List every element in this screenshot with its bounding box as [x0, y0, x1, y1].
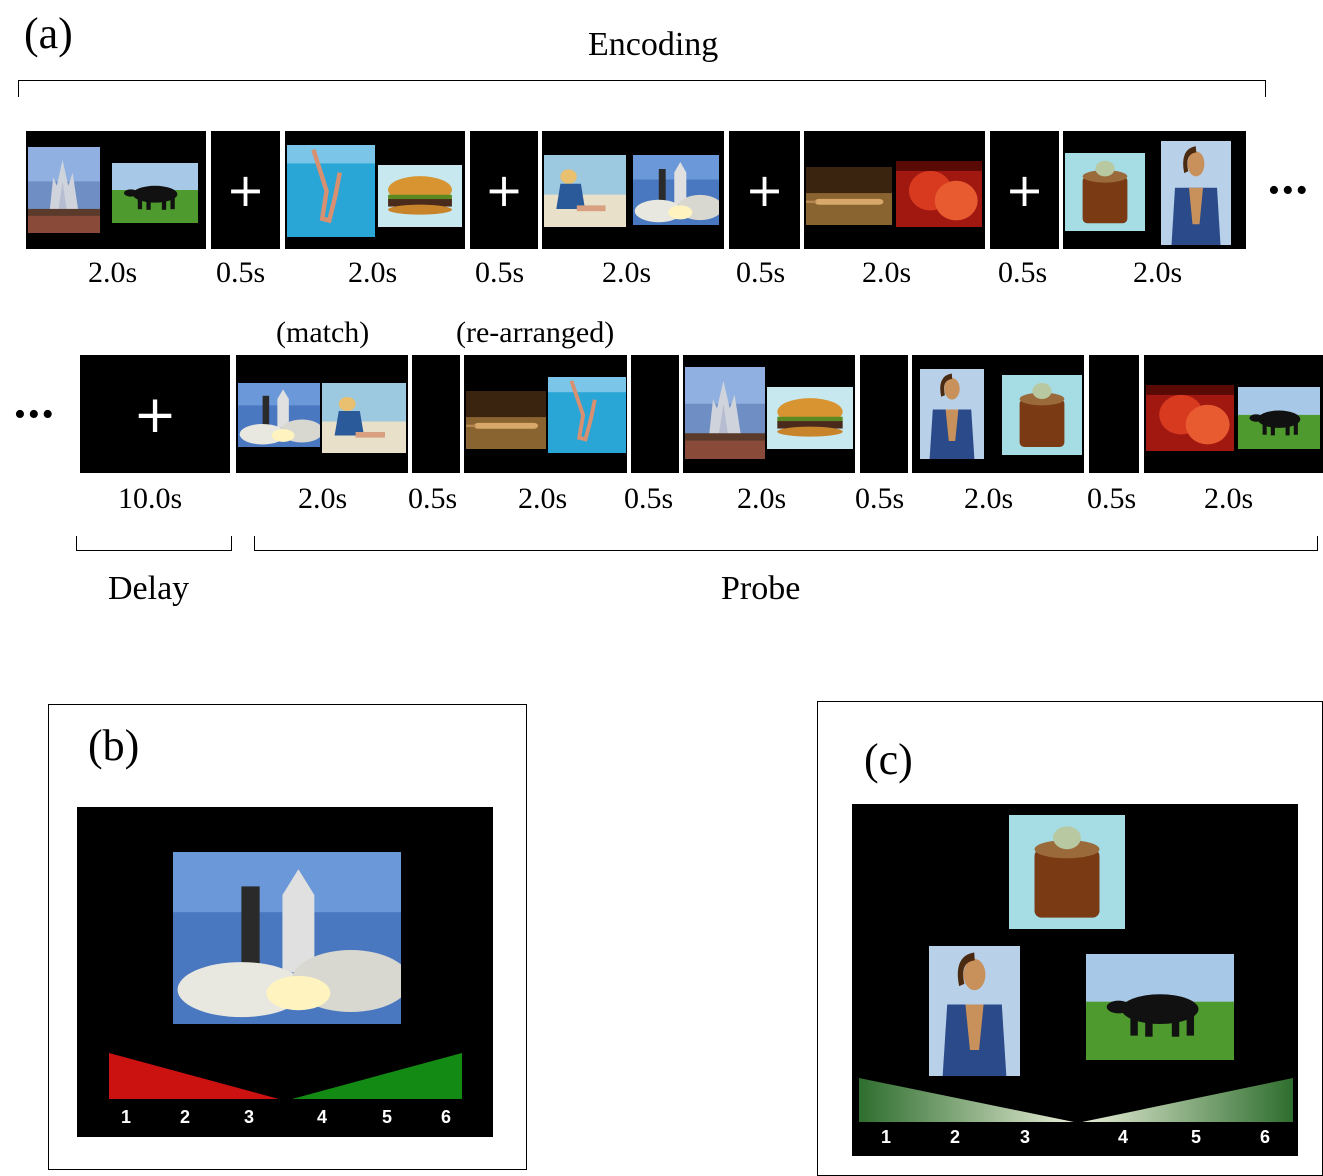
fixation-cross: +: [226, 163, 265, 217]
encoding-trial-4: [804, 131, 985, 249]
probe-time: 2.0s: [1204, 482, 1254, 515]
scale-number[interactable]: 2: [180, 1107, 191, 1127]
blank-frame: [1089, 355, 1139, 473]
delay-time: 10.0s: [118, 482, 183, 515]
encoding-time: 0.5s: [475, 256, 525, 289]
encoding-time: 0.5s: [736, 256, 786, 289]
encoding-time: 2.0s: [602, 256, 652, 289]
kiss-image: [1146, 385, 1234, 451]
panel-a-letter: (a): [24, 9, 73, 58]
scale-number[interactable]: 6: [1260, 1127, 1271, 1147]
diver-image: [287, 145, 375, 237]
low-wedge: [109, 1053, 279, 1099]
encoding-trial-2: [285, 131, 465, 249]
burger-image: [767, 387, 853, 449]
probe-trial-1: [236, 355, 408, 473]
fixation-cross: +: [745, 163, 784, 217]
cake-image: [1065, 153, 1145, 231]
scale-number[interactable]: 3: [1020, 1127, 1031, 1147]
panel-b-letter: (b): [88, 721, 140, 770]
shuttle-image: [633, 155, 719, 225]
probe-time: 2.0s: [964, 482, 1014, 515]
scale-number[interactable]: 5: [382, 1107, 393, 1127]
probe-trial-4: [912, 355, 1084, 473]
right-wedge: [1082, 1078, 1293, 1122]
rating-scale-b: [109, 1053, 462, 1099]
probe-trial-2: [464, 355, 627, 473]
encoding-trial-5: [1063, 131, 1246, 249]
probe-time: 2.0s: [298, 482, 348, 515]
rating-scale-c: [859, 1078, 1293, 1122]
high-wedge: [292, 1053, 462, 1099]
diver-image: [548, 377, 626, 453]
woman-image: [544, 155, 626, 227]
fixation-frame-1: +: [211, 131, 280, 249]
castle-image: [685, 367, 765, 459]
probe-trial-3: [683, 355, 855, 473]
scale-number[interactable]: 3: [244, 1107, 255, 1127]
rearranged-label: (re-arranged): [456, 316, 615, 349]
probe-bracket: [254, 536, 1318, 551]
man-image: [1161, 141, 1231, 245]
encoding-time: 2.0s: [862, 256, 912, 289]
scale-number[interactable]: 4: [317, 1107, 328, 1127]
blank-frame: [631, 355, 679, 473]
cow-image: [1238, 387, 1320, 449]
encoding-bracket: [18, 80, 1266, 97]
panel-c-letter: (c): [864, 735, 913, 784]
burger-image: [378, 165, 462, 227]
probe-label: Probe: [721, 570, 801, 607]
probe-time: 0.5s: [855, 482, 905, 515]
probe-time: 2.0s: [737, 482, 787, 515]
rating-screen-c: 1 2 3 4 5 6: [852, 804, 1298, 1156]
kiss-image: [896, 161, 982, 227]
encoding-time: 0.5s: [998, 256, 1048, 289]
scale-number[interactable]: 4: [1118, 1127, 1129, 1147]
encoding-trial-3: [542, 131, 724, 249]
encoding-time: 2.0s: [1133, 256, 1183, 289]
probe-time: 0.5s: [1087, 482, 1137, 515]
castle-image: [28, 147, 100, 233]
probe-time: 0.5s: [408, 482, 458, 515]
fixation-cross: +: [1005, 163, 1044, 217]
rolling-pin-image: [806, 167, 892, 225]
left-wedge: [859, 1078, 1074, 1122]
probe-time: 0.5s: [624, 482, 674, 515]
encoding-time: 2.0s: [88, 256, 138, 289]
scale-number[interactable]: 6: [441, 1107, 452, 1127]
probe-trial-5: [1144, 355, 1323, 473]
fixation-frame-2: +: [470, 131, 538, 249]
shuttle-image: [238, 383, 320, 447]
match-label: (match): [276, 316, 370, 349]
continuation-ellipsis: •••: [14, 396, 56, 433]
cake-image: [1002, 375, 1082, 455]
fixation-frame-3: +: [729, 131, 800, 249]
man-image: [920, 369, 984, 459]
rating-screen-b: 1 2 3 4 5 6: [77, 807, 493, 1137]
scale-number[interactable]: 5: [1191, 1127, 1202, 1147]
delay-bracket: [76, 536, 232, 551]
encoding-time: 2.0s: [348, 256, 398, 289]
probe-time: 2.0s: [518, 482, 568, 515]
encoding-trial-1: [26, 131, 206, 249]
scale-number[interactable]: 1: [881, 1127, 892, 1147]
blank-frame: [412, 355, 460, 473]
fixation-cross: +: [133, 385, 177, 445]
fixation-frame-4: +: [990, 131, 1059, 249]
blank-frame: [860, 355, 908, 473]
scale-number[interactable]: 2: [950, 1127, 961, 1147]
scale-number[interactable]: 1: [121, 1107, 132, 1127]
fixation-cross: +: [484, 163, 524, 217]
encoding-time: 0.5s: [216, 256, 266, 289]
cow-image: [112, 163, 198, 223]
rolling-pin-image: [466, 391, 546, 449]
delay-label: Delay: [108, 570, 190, 607]
continuation-ellipsis: •••: [1268, 172, 1310, 209]
delay-fixation-frame: +: [80, 355, 230, 473]
woman-image: [322, 383, 406, 453]
encoding-label: Encoding: [588, 26, 719, 63]
